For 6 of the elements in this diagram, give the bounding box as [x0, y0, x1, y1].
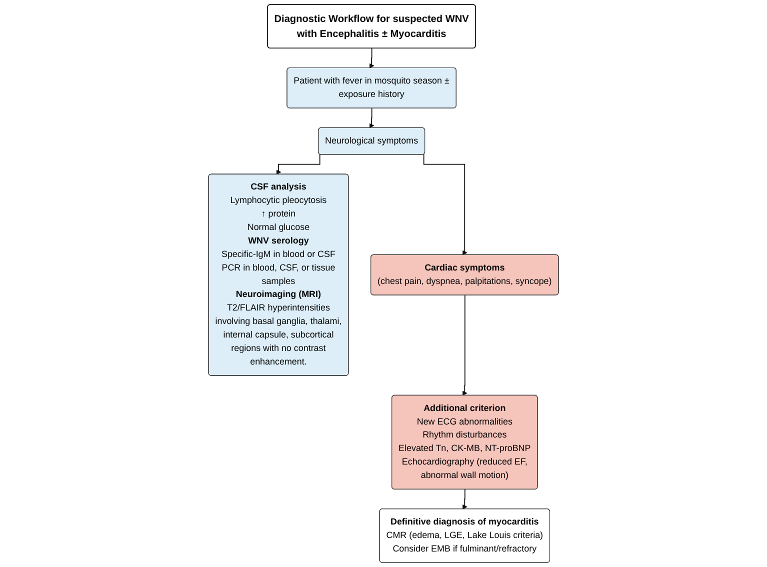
- arrow: [369, 108, 374, 128]
- arrow: [276, 154, 320, 175]
- arrow: [423, 154, 468, 256]
- arrow: [369, 48, 374, 68]
- arrow: [462, 489, 468, 510]
- arrow: [462, 294, 468, 396]
